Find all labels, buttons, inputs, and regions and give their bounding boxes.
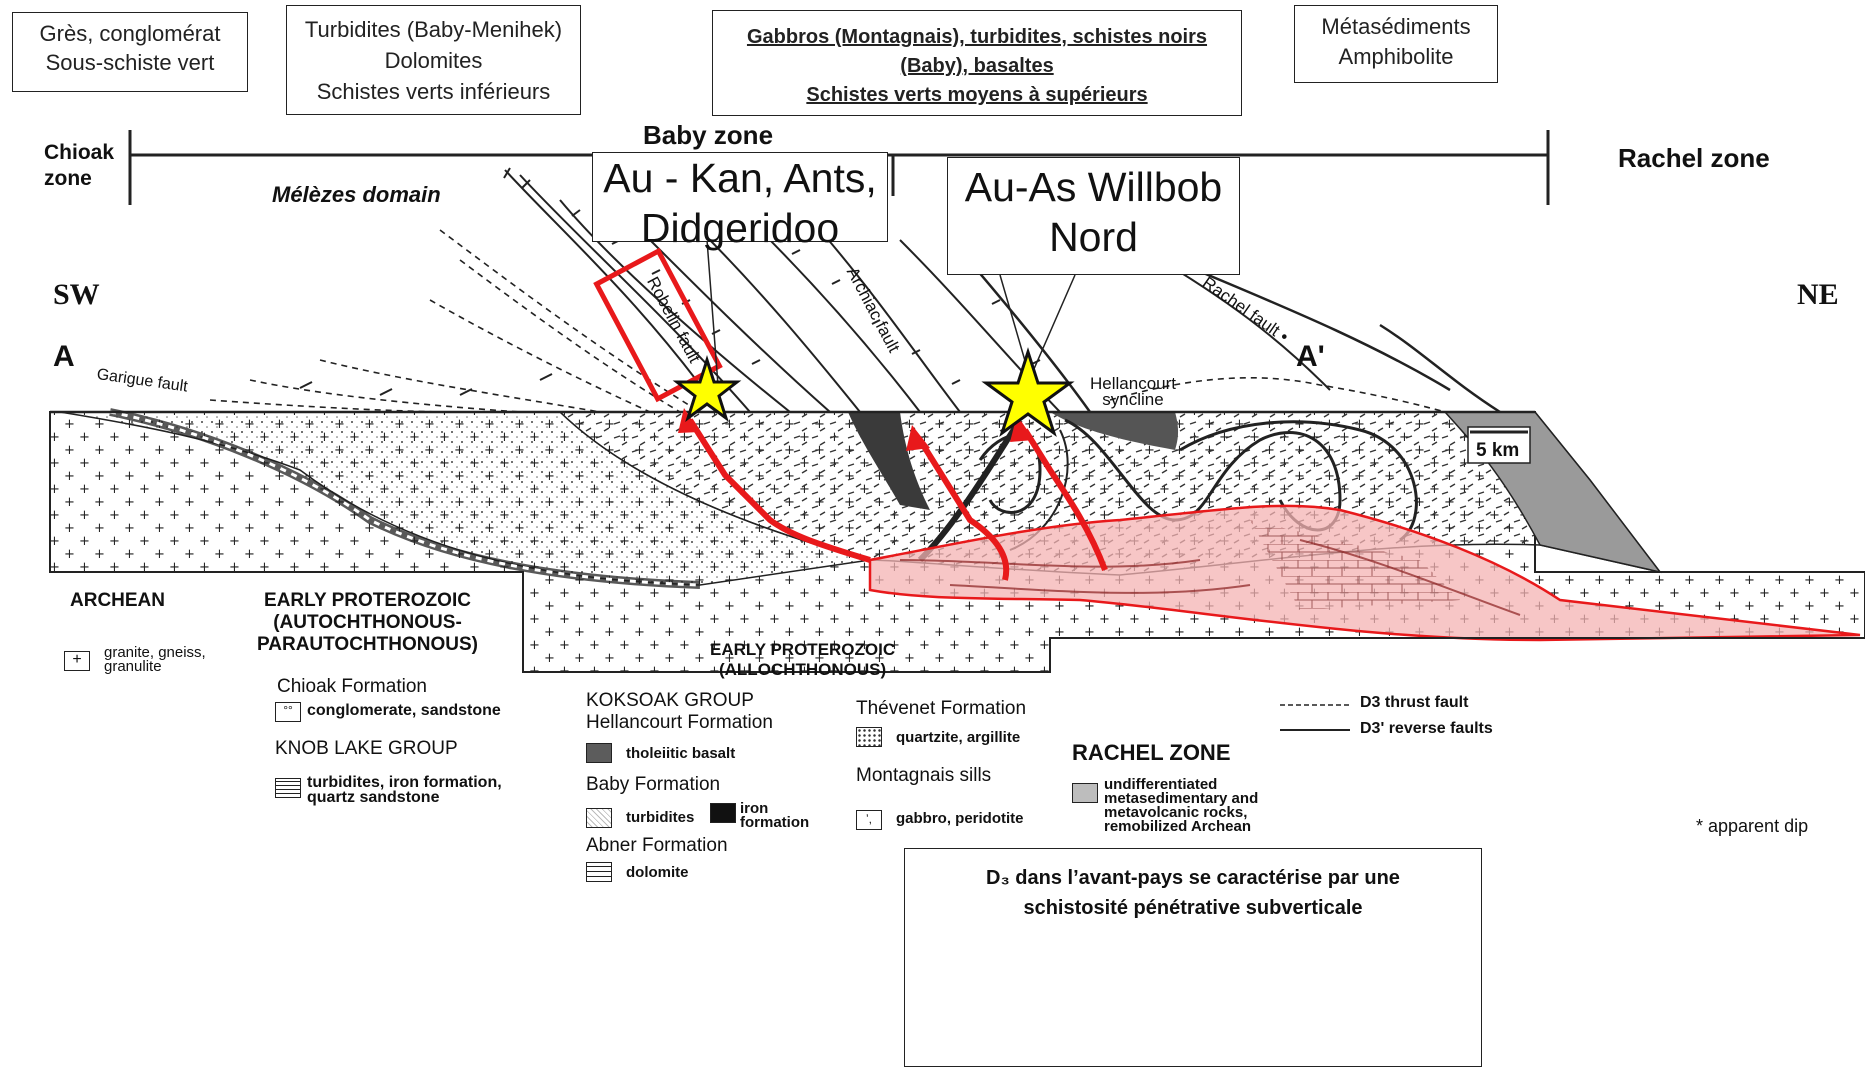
a-prime-label: A' — [1296, 340, 1325, 374]
lithology-box-3: Gabbros (Montagnais), turbidites, schist… — [712, 10, 1242, 116]
legend-knob-item: turbidites, iron formation, quartz sands… — [307, 775, 502, 805]
note-line2: schistosité pénétrative subverticale — [905, 893, 1481, 923]
archean-item-line2: granulite — [104, 660, 206, 674]
legend-ep-auto-heading: EARLY PROTEROZOIC (AUTOCHTHONOUS- PARAUT… — [257, 590, 478, 656]
hellancourt-line2: syncline — [1090, 392, 1176, 408]
legend-archean-item: granite, gneiss, granulite — [104, 646, 206, 674]
box3-line1: Gabbros (Montagnais), turbidites, schist… — [713, 23, 1241, 52]
hellancourt-formation-line: Hellancourt Formation — [586, 712, 773, 734]
melezes-domain-label: Mélèzes domain — [272, 182, 441, 208]
rachel-item-line4: remobilized Archean — [1104, 820, 1258, 834]
legend-d3-reverse: D3' reverse faults — [1360, 720, 1493, 738]
legend-baby-formation: Baby Formation — [586, 774, 720, 796]
legend-dolomite-label: dolomite — [626, 864, 689, 881]
box2-line2: Dolomites — [287, 45, 580, 76]
legend-quartzite-swatch — [856, 727, 882, 747]
legend-quartzite-label: quartzite, argillite — [896, 729, 1020, 746]
ne-label: NE — [1797, 278, 1839, 312]
ep-allo-line2: (ALLOCHTHONOUS) — [710, 660, 895, 680]
box3-line3: Schistes verts moyens à supérieurs — [713, 81, 1241, 110]
legend-gabbro-label: gabbro, peridotite — [896, 810, 1024, 827]
legend-archean-swatch: + — [64, 651, 90, 671]
box2-line3: Schistes verts inférieurs — [287, 76, 580, 107]
hellancourt-syncline-label: Hellancourt syncline — [1090, 376, 1176, 408]
box1-line1: Grès, conglomérat — [13, 19, 247, 48]
chioak-zone-label: Chioak zone — [44, 140, 114, 192]
legend-archean-heading: ARCHEAN — [70, 590, 165, 612]
box4-line1: Métasédiments — [1295, 12, 1497, 42]
legend-turbidites-label: turbidites — [626, 809, 694, 826]
legend-rachel-item: undifferentiated metasedimentary and met… — [1104, 778, 1258, 834]
scale-label: 5 km — [1476, 440, 1519, 462]
legend-turbidites-iron-swatch — [275, 778, 301, 798]
rachel-zone-label: Rachel zone — [1618, 143, 1770, 174]
right-deposit-callout: Au-As Willbob Nord — [947, 157, 1240, 275]
legend-thevenet-formation: Thévenet Formation — [856, 698, 1026, 720]
left-deposit-star — [677, 360, 737, 418]
legend-abner-formation: Abner Formation — [586, 835, 728, 857]
knob-item-line1: turbidites, iron formation, — [307, 775, 502, 790]
box2-line1: Turbidites (Baby-Menihek) — [287, 14, 580, 45]
legend-chioak-formation: Chioak Formation — [277, 676, 427, 698]
left-callout-line1: Au - Kan, Ants, — [593, 153, 887, 203]
box3-line2: (Baby), basaltes — [713, 52, 1241, 81]
sw-label: SW — [53, 278, 100, 312]
legend-conglomerate-label: conglomerate, sandstone — [307, 702, 501, 720]
legend-basalt-swatch — [586, 743, 612, 763]
iron-line2: formation — [740, 816, 809, 830]
legend-apparent-dip: * apparent dip — [1696, 816, 1808, 837]
legend-basalt-label: tholeiitic basalt — [626, 745, 735, 762]
legend-rachel-swatch — [1072, 783, 1098, 803]
note-line1: D₃ dans l’avant-pays se caractérise par … — [905, 863, 1481, 893]
legend-gabbro-swatch: ʼ, — [856, 810, 882, 830]
ep-allo-line1: EARLY PROTEROZOIC — [710, 640, 895, 660]
chioak-line1: Chioak — [44, 140, 114, 166]
legend-knob-lake-heading: KNOB LAKE GROUP — [275, 738, 458, 760]
left-deposit-callout: Au - Kan, Ants, Didgeridoo — [592, 152, 888, 242]
ep-auto-line2: (AUTOCHTHONOUS- — [257, 612, 478, 634]
lithology-box-2: Turbidites (Baby-Menihek) Dolomites Schi… — [286, 5, 581, 115]
note-box: D₃ dans l’avant-pays se caractérise par … — [904, 848, 1482, 1067]
ep-auto-line3: PARAUTOCHTHONOUS) — [257, 634, 478, 656]
box4-line2: Amphibolite — [1295, 42, 1497, 72]
box1-line2: Sous-schiste vert — [13, 48, 247, 77]
legend-turbidites-swatch — [586, 808, 612, 828]
chioak-line2: zone — [44, 166, 114, 192]
lithology-box-1: Grès, conglomérat Sous-schiste vert — [12, 12, 248, 92]
legend-iron-formation-swatch — [710, 803, 736, 823]
legend-koksoak-heading: KOKSOAK GROUP Hellancourt Formation — [586, 690, 773, 734]
legend-d3-thrust: D3 thrust fault — [1360, 694, 1468, 712]
left-callout-line2: Didgeridoo — [593, 203, 887, 253]
legend-rachel-zone-heading: RACHEL ZONE — [1072, 740, 1231, 766]
ep-auto-line1: EARLY PROTEROZOIC — [257, 590, 478, 612]
legend-conglomerate-swatch: °° — [275, 702, 301, 722]
legend-iron-formation-label: iron formation — [740, 802, 809, 830]
koksoak-line: KOKSOAK GROUP — [586, 690, 773, 712]
legend-dolomite-swatch — [586, 862, 612, 882]
right-callout-line1: Au-As Willbob — [948, 162, 1239, 212]
knob-item-line2: quartz sandstone — [307, 790, 502, 805]
a-label: A — [53, 340, 75, 374]
legend-ep-allo-heading: EARLY PROTEROZOIC (ALLOCHTHONOUS) — [710, 640, 895, 680]
legend-montagnais-sills: Montagnais sills — [856, 765, 991, 787]
lithology-box-4: Métasédiments Amphibolite — [1294, 5, 1498, 83]
right-callout-line2: Nord — [948, 212, 1239, 262]
baby-zone-label: Baby zone — [643, 120, 773, 151]
